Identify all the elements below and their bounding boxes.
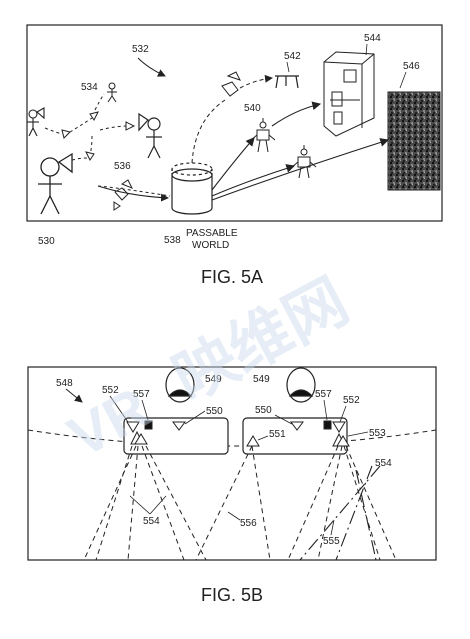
arrow-to-546 [211,138,390,201]
label-550-left: 550 [206,406,223,417]
label-555: 555 [323,536,340,547]
arrow-to-544 [271,101,322,127]
figure-5a: 532 530 534 [26,24,443,287]
figure-5b-frame [27,366,437,561]
label-552-left: 552 [102,385,119,396]
right-eye-icon [286,367,316,403]
table-542-icon [275,75,299,89]
label-554-right: 554 [375,458,392,469]
right-projection-lines [287,445,397,561]
room-544-cube [323,51,375,137]
field-of-view-curve [27,429,437,447]
label-544: 544 [364,33,381,44]
label-551: 551 [269,429,286,440]
leader-553 [347,431,369,437]
label-548: 548 [56,378,73,389]
leader-532 [137,57,166,77]
user-small-left-figure [27,107,45,137]
long-dash-lines [299,465,381,561]
left-projection-lines [83,445,207,561]
label-540: 540 [244,103,261,114]
right-display-box [242,417,348,455]
figure-5b: 548 549 549 552 557 550 [27,366,437,605]
device-536-icon [113,179,134,211]
leader-548 [65,388,83,403]
passable-world-cylinder [171,162,213,215]
leader-550-left [184,410,206,425]
label-550-right: 550 [255,405,272,416]
device-triangles [61,111,136,161]
label-532: 532 [132,44,149,55]
arrow-to-robot-2 [211,164,296,197]
arrow-536-to-538 [97,185,169,202]
robot-540-icon [250,118,276,153]
leader-542 [286,61,290,73]
leader-550-right [274,414,293,425]
passable-world-line2: WORLD [192,240,229,251]
image-546-panel [387,91,441,191]
caption-fig-5a: FIG. 5A [201,267,263,287]
label-536: 536 [114,161,131,172]
label-554-left: 554 [143,516,160,527]
label-542: 542 [284,51,301,62]
label-552-right: 552 [343,395,360,406]
leader-552-left [109,395,129,423]
leader-556 [227,511,241,521]
caption-fig-5b: FIG. 5B [201,585,263,605]
robot-second-icon [291,145,317,179]
label-549-left: 549 [205,374,222,385]
arrow-to-542 [239,74,273,89]
label-557-left: 557 [133,389,150,400]
right-box-markers [246,420,350,447]
leader-554-left [129,495,167,515]
user-right-figure [138,112,162,159]
left-box-markers [126,420,186,445]
label-557-right: 557 [315,389,332,400]
passable-world-line1: PASSABLE [186,228,238,239]
arrow-to-robot-540 [211,137,255,191]
label-538: 538 [164,235,181,246]
label-556: 556 [240,518,257,529]
leader-557-left [141,399,149,421]
label-546: 546 [403,61,420,72]
label-530: 530 [38,236,55,247]
label-534: 534 [81,82,98,93]
virtual-object-icon [221,71,241,97]
leader-551 [257,435,269,441]
left-eye-icon [165,367,195,403]
label-553: 553 [369,428,386,439]
dashed-connections [44,93,171,197]
leader-555 [330,519,335,536]
figure-5a-frame [26,24,443,222]
user-534-figure [107,82,117,103]
user-530-figure [38,152,73,215]
center-projection-lines [195,445,271,561]
dashed-arc-to-542 [191,99,226,164]
leader-557-right [323,399,328,421]
leader-546 [399,71,407,89]
leader-552-right [339,405,347,423]
label-549-right: 549 [253,374,270,385]
